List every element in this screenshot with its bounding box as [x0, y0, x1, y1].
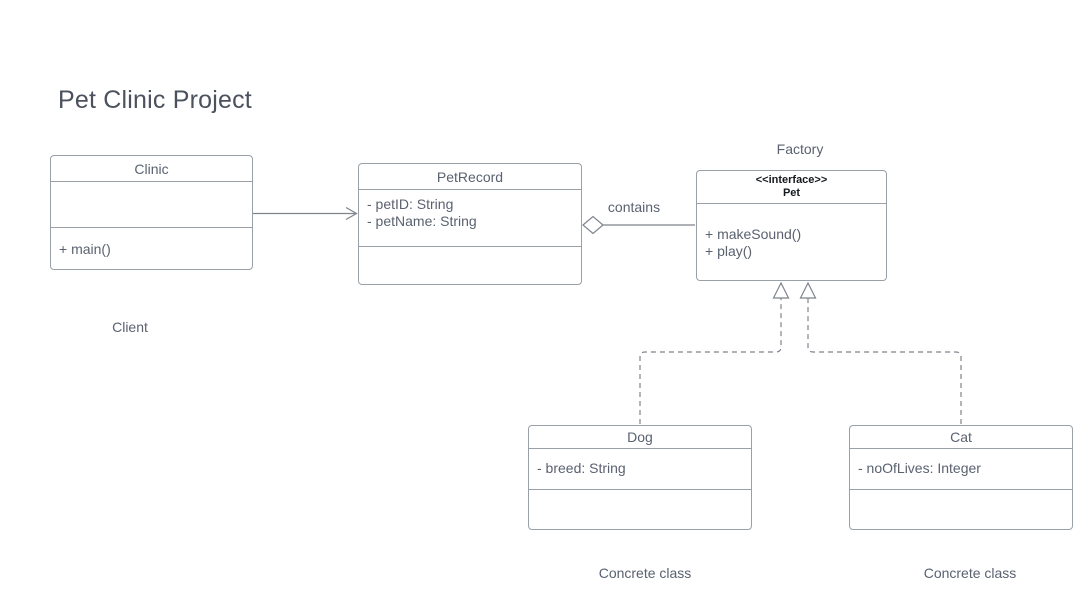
- class-cat[interactable]: Cat - noOfLives: Integer: [849, 425, 1073, 530]
- interface-pet-methods: + makeSound() + play(): [697, 204, 886, 280]
- class-clinic[interactable]: Clinic + main(): [50, 155, 253, 270]
- method-row: + makeSound(): [705, 226, 802, 242]
- method-row: + play(): [705, 243, 753, 259]
- edge-clinic-to-petrecord-association[interactable]: [253, 206, 358, 221]
- attribute-row: - petName: String: [367, 213, 477, 229]
- interface-stereotype: <<interface>>: [755, 174, 828, 186]
- interface-pet-header: <<interface>> Pet: [697, 171, 886, 204]
- class-cat-methods: [850, 490, 1072, 529]
- class-petrecord-attributes: - petID: String - petName: String: [359, 190, 581, 247]
- attribute-row: - breed: String: [537, 460, 626, 476]
- class-cat-attributes: - noOfLives: Integer: [850, 449, 1072, 490]
- edge-label-contains: contains: [607, 199, 661, 215]
- class-dog-methods: [529, 490, 751, 529]
- interface-pet[interactable]: <<interface>> Pet + makeSound() + play(): [696, 170, 887, 281]
- realization-triangle-icon: [772, 281, 790, 299]
- annotation-factory: Factory: [776, 141, 824, 157]
- interface-pet-name: Pet: [782, 187, 801, 199]
- class-dog-attributes: - breed: String: [529, 449, 751, 490]
- class-clinic-methods: + main(): [51, 228, 252, 269]
- edge-petrecord-to-pet-aggregation[interactable]: [582, 215, 695, 235]
- edge-dog-to-pet-realization[interactable]: [639, 281, 790, 424]
- attribute-row: - petID: String: [367, 196, 454, 212]
- annotation-concrete-class-dog: Concrete class: [598, 565, 692, 581]
- class-dog-name: Dog: [529, 426, 751, 449]
- diagram-title: Pet Clinic Project: [58, 86, 252, 114]
- class-clinic-name: Clinic: [51, 156, 252, 182]
- attribute-row: - noOfLives: Integer: [858, 460, 981, 476]
- annotation-concrete-class-cat: Concrete class: [923, 565, 1017, 581]
- edge-cat-to-pet-realization[interactable]: [799, 281, 962, 424]
- class-cat-name: Cat: [850, 426, 1072, 449]
- annotation-client: Client: [112, 319, 148, 335]
- class-petrecord-methods: [359, 247, 581, 284]
- method-row: + main(): [59, 241, 111, 257]
- class-petrecord-name: PetRecord: [359, 164, 581, 190]
- class-petrecord[interactable]: PetRecord - petID: String - petName: Str…: [358, 163, 582, 285]
- class-clinic-attributes: [51, 182, 252, 228]
- aggregation-diamond-icon: [582, 215, 604, 235]
- class-dog[interactable]: Dog - breed: String: [528, 425, 752, 530]
- realization-triangle-icon: [799, 281, 817, 299]
- open-arrowhead-icon: [345, 206, 358, 221]
